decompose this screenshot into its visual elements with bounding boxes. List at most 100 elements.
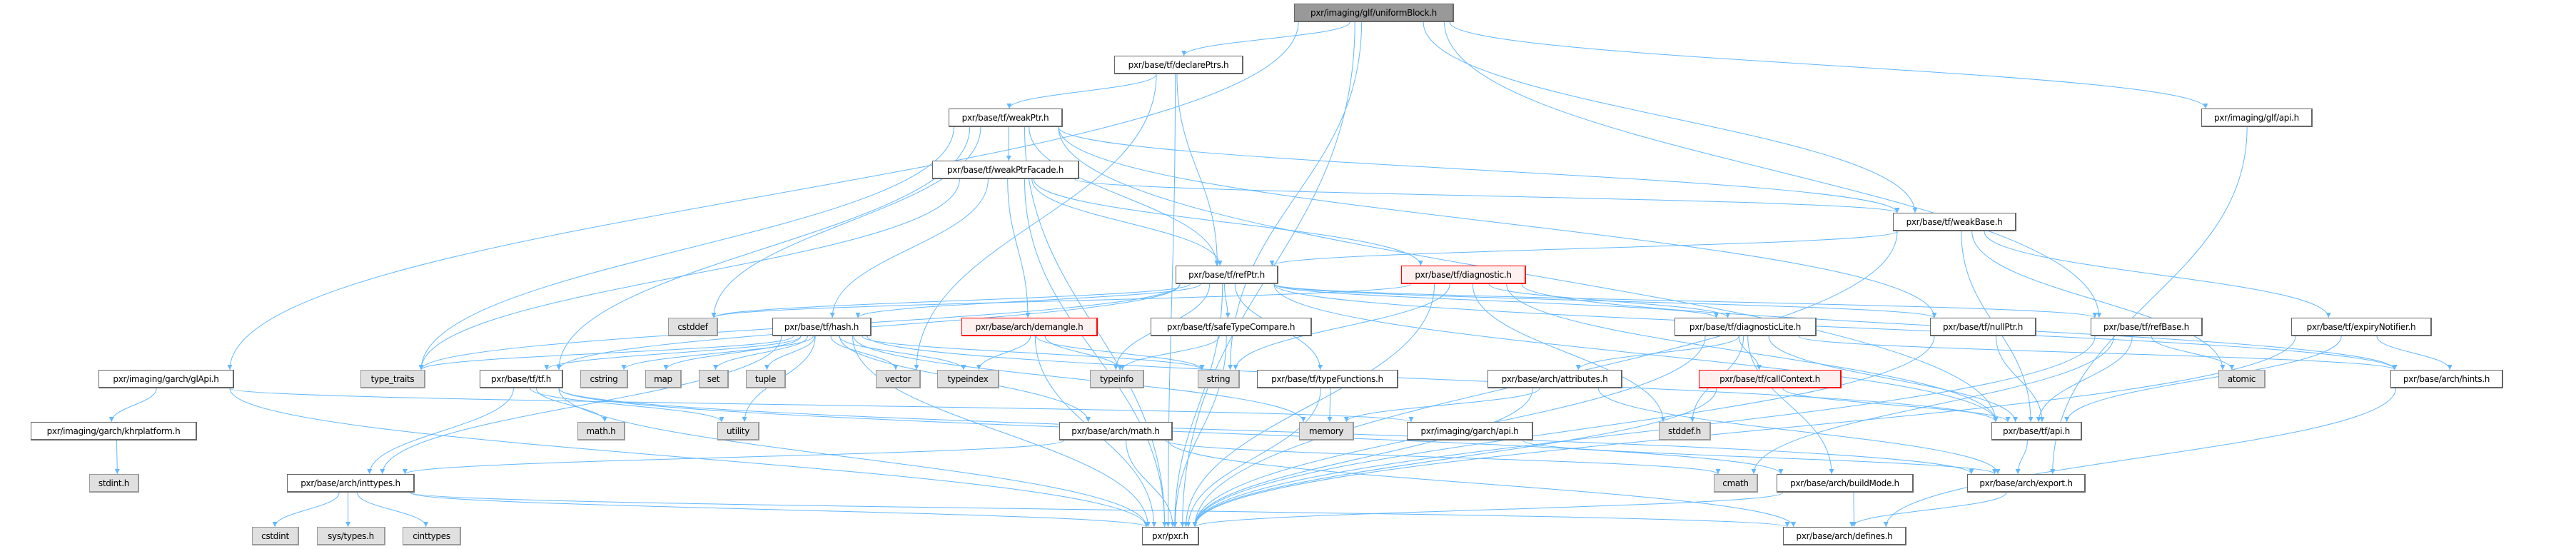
node-weakPtr[interactable]: pxr/base/tf/weakPtr.h [949, 109, 1063, 127]
node-inttypes[interactable]: pxr/base/arch/inttypes.h [287, 474, 415, 493]
node-label: pxr/base/tf/weakBase.h [1906, 216, 2003, 227]
node-refPtr[interactable]: pxr/base/tf/refPtr.h [1176, 266, 1278, 284]
edge-attributes-to-export [1597, 388, 2001, 475]
node-expiryNotifier[interactable]: pxr/base/tf/expiryNotifier.h [2291, 318, 2432, 336]
node-typeindex: typeindex [937, 370, 999, 388]
node-tfApi[interactable]: pxr/base/tf/api.h [1991, 422, 2082, 440]
node-string: string [1198, 370, 1240, 388]
edge-hash-to-tuple [764, 336, 815, 371]
node-type_traits: type_traits [360, 370, 425, 388]
edge-refPtr-to-tfApi [1273, 283, 1999, 423]
edge-diagnostic-to-stddef [1472, 283, 1666, 423]
node-label: map [654, 373, 672, 384]
node-label: pxr/imaging/glf/api.h [2214, 112, 2299, 123]
node-weakPtrFacade[interactable]: pxr/base/tf/weakPtrFacade.h [932, 161, 1079, 179]
node-label: pxr/base/arch/defines.h [1796, 530, 1893, 541]
node-label: pxr/base/tf/diagnosticLite.h [1689, 321, 1802, 332]
node-defines[interactable]: pxr/base/arch/defines.h [1783, 527, 1906, 545]
edge-diagnosticLite-to-tfApi [1768, 336, 2018, 423]
edge-inttypes-to-cinttypes [357, 492, 429, 528]
node-diagnosticLite[interactable]: pxr/base/tf/diagnosticLite.h [1675, 318, 1817, 336]
node-label: memory [1308, 425, 1344, 436]
node-label: pxr/base/arch/export.h [1979, 478, 2073, 488]
edge-archMath-to-inttypes [403, 440, 1064, 475]
edge-buildMode-to-pxr [1192, 492, 1783, 528]
edge-refBase-to-tfApi [2036, 336, 2133, 423]
node-label: sys/types.h [328, 530, 374, 541]
node-archMath[interactable]: pxr/base/arch/math.h [1059, 422, 1173, 440]
node-label: pxr/base/tf/refBase.h [2103, 321, 2189, 332]
edge-hash-to-map [663, 336, 802, 371]
node-export[interactable]: pxr/base/arch/export.h [1967, 474, 2086, 493]
edge-glApi-to-garchApi [229, 388, 1413, 423]
edge-inttypes-to-pxr [410, 492, 1149, 528]
node-label: type_traits [370, 373, 415, 384]
edge-weakPtr-to-refPtr [1029, 126, 1220, 266]
edge-expiryNotifier-to-tfApi [2064, 336, 2342, 423]
node-weakBase[interactable]: pxr/base/tf/weakBase.h [1893, 213, 2016, 231]
node-cstring: cstring [580, 370, 628, 388]
node-label: pxr/base/tf/diagnostic.h [1415, 269, 1512, 280]
node-label: stdint.h [98, 478, 130, 488]
node-tf[interactable]: pxr/base/tf/tf.h [480, 370, 563, 388]
edge-weakPtr-to-type_traits [418, 126, 954, 371]
node-stdint: stdint.h [89, 474, 139, 493]
node-safeTypeCompare[interactable]: pxr/base/tf/safeTypeCompare.h [1151, 318, 1312, 336]
node-label: pxr/base/arch/buildMode.h [1790, 478, 1899, 488]
node-demangle[interactable]: pxr/base/arch/demangle.h [961, 318, 1098, 336]
edge-demangle-to-string [1036, 336, 1205, 371]
node-label: pxr/base/tf/weakPtrFacade.h [946, 164, 1064, 175]
edge-hash-to-string [862, 336, 1205, 371]
node-callContext[interactable]: pxr/base/tf/callContext.h [1699, 370, 1842, 388]
edge-safeTypeCompare-to-typeinfo [1120, 336, 1220, 371]
node-diagnostic[interactable]: pxr/base/tf/diagnostic.h [1401, 266, 1526, 284]
edge-diagnostic-to-diagnosticLite [1488, 283, 1731, 318]
node-garchApi[interactable]: pxr/imaging/garch/api.h [1407, 422, 1533, 440]
edge-weakPtrFacade-to-type_traits [418, 178, 960, 371]
node-glfApi[interactable]: pxr/imaging/glf/api.h [2201, 109, 2313, 127]
node-label: pxr/imaging/garch/api.h [1420, 425, 1519, 436]
edge-hash-to-memory [853, 336, 1306, 423]
edge-weakPtr-to-tfApi [1058, 126, 1999, 423]
edge-weakBase-to-expiryNotifier [1984, 231, 2331, 318]
node-hints[interactable]: pxr/base/arch/hints.h [2390, 370, 2503, 388]
node-label: vector [884, 373, 911, 384]
edge-diagnostic-to-cstddef [711, 283, 1411, 318]
edge-nullPtr-to-tfApi [1996, 336, 2045, 423]
edge-hash-to-type_traits [418, 336, 794, 371]
edge-hash-to-cstring [621, 336, 814, 371]
edge-weakPtrFacade-to-pxr [1024, 178, 1168, 528]
node-attributes[interactable]: pxr/base/arch/attributes.h [1487, 370, 1622, 388]
node-typeFunctions[interactable]: pxr/base/tf/typeFunctions.h [1257, 370, 1398, 388]
edge-diagnostic-to-string [1233, 283, 1450, 371]
edge-refBase-to-cmath [1751, 336, 2114, 475]
node-declarePtrs[interactable]: pxr/base/tf/declarePtrs.h [1114, 56, 1243, 74]
node-label: pxr/base/arch/inttypes.h [300, 478, 400, 488]
node-cstddef: cstddef [668, 318, 718, 336]
edge-diagnosticLite-to-attributes [1575, 336, 1739, 371]
node-label: pxr/imaging/garch/glApi.h [113, 373, 219, 384]
node-vector: vector [876, 370, 921, 388]
edge-hash-to-inttypes [380, 336, 782, 475]
edge-callContext-to-tfApi [1782, 388, 2011, 423]
edge-expiryNotifier-to-hints [2376, 336, 2453, 371]
node-mathh: math.h [577, 422, 625, 440]
node-label: atomic [2227, 373, 2256, 384]
edge-hash-to-tfApi [867, 336, 1999, 423]
node-glApi[interactable]: pxr/imaging/garch/glApi.h [99, 370, 234, 388]
node-buildMode[interactable]: pxr/base/arch/buildMode.h [1777, 474, 1914, 493]
edge-refPtr-to-safeTypeCompare [1223, 283, 1231, 318]
node-label: utility [726, 425, 750, 436]
node-pxr[interactable]: pxr/pxr.h [1142, 527, 1199, 545]
node-label: cstring [590, 373, 618, 384]
node-memory: memory [1299, 422, 1354, 440]
edge-uniformBlock-to-declarePtrs [1181, 21, 1350, 56]
edge-uniformBlock-to-glApi [227, 21, 1299, 371]
node-refBase[interactable]: pxr/base/tf/refBase.h [2091, 318, 2203, 336]
node-label: pxr/base/tf/typeFunctions.h [1271, 373, 1383, 384]
edge-tf-to-inttypes [367, 388, 514, 475]
node-khrplatform[interactable]: pxr/imaging/garch/khrplatform.h [31, 422, 197, 440]
node-hash[interactable]: pxr/base/tf/hash.h [772, 318, 872, 336]
edge-weakPtrFacade-to-hash [829, 178, 989, 318]
node-nullPtr[interactable]: pxr/base/tf/nullPtr.h [1930, 318, 2036, 336]
